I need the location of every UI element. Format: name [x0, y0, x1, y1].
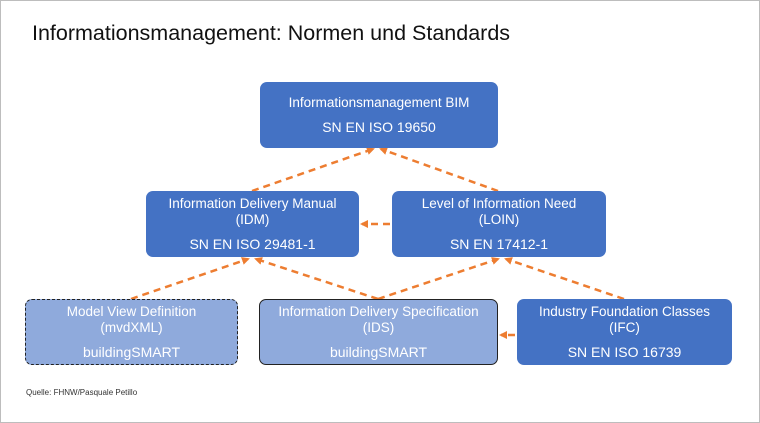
box-abbreviation: (IFC) — [609, 320, 640, 335]
box-standard: buildingSMART — [82, 344, 180, 360]
connector-ids-to-loin — [377, 257, 500, 301]
connector-idm-to-bim — [251, 147, 375, 193]
box-standard: SN EN ISO 29481-1 — [189, 236, 316, 252]
box-abbreviation: (IDM) — [235, 212, 270, 227]
box-ifc: Industry Foundation Classes (IFC) SN EN … — [517, 299, 732, 365]
connector-loin-to-bim — [379, 147, 499, 193]
box-label: Level of Information Need — [421, 196, 577, 211]
box-label: Informationsmanagement BIM — [288, 95, 470, 110]
box-abbreviation: (IDS) — [362, 320, 395, 335]
box-label: Information Delivery Manual — [168, 196, 337, 211]
box-idm: Information Delivery Manual (IDM) SN EN … — [146, 191, 359, 257]
box-standard: SN EN ISO 16739 — [567, 344, 682, 360]
box-mvdxml: Model View Definition (mvdXML) buildingS… — [25, 299, 238, 365]
box-label: Model View Definition — [66, 304, 197, 319]
box-ids: Information Delivery Specification (IDS)… — [259, 299, 498, 365]
connector-ifc-to-loin — [504, 257, 625, 301]
box-abbreviation: (LOIN) — [478, 212, 520, 227]
box-label: Industry Foundation Classes — [538, 304, 711, 319]
box-label: Information Delivery Specification — [278, 304, 479, 319]
box-abbreviation: (mvdXML) — [100, 320, 163, 335]
source-caption: Quelle: FHNW/Pasquale Petillo — [26, 388, 138, 397]
connector-mvd-to-idm — [130, 257, 250, 301]
box-loin: Level of Information Need (LOIN) SN EN 1… — [392, 191, 606, 257]
box-standard: SN EN ISO 19650 — [322, 119, 436, 135]
connector-ids-to-idm — [254, 257, 379, 301]
box-informationsmanagement-bim: Informationsmanagement BIM SN EN ISO 196… — [260, 82, 498, 148]
slide-title: Informationsmanagement: Normen und Stand… — [32, 21, 511, 45]
box-standard: SN EN 17412-1 — [449, 236, 549, 252]
box-standard: buildingSMART — [329, 344, 427, 360]
